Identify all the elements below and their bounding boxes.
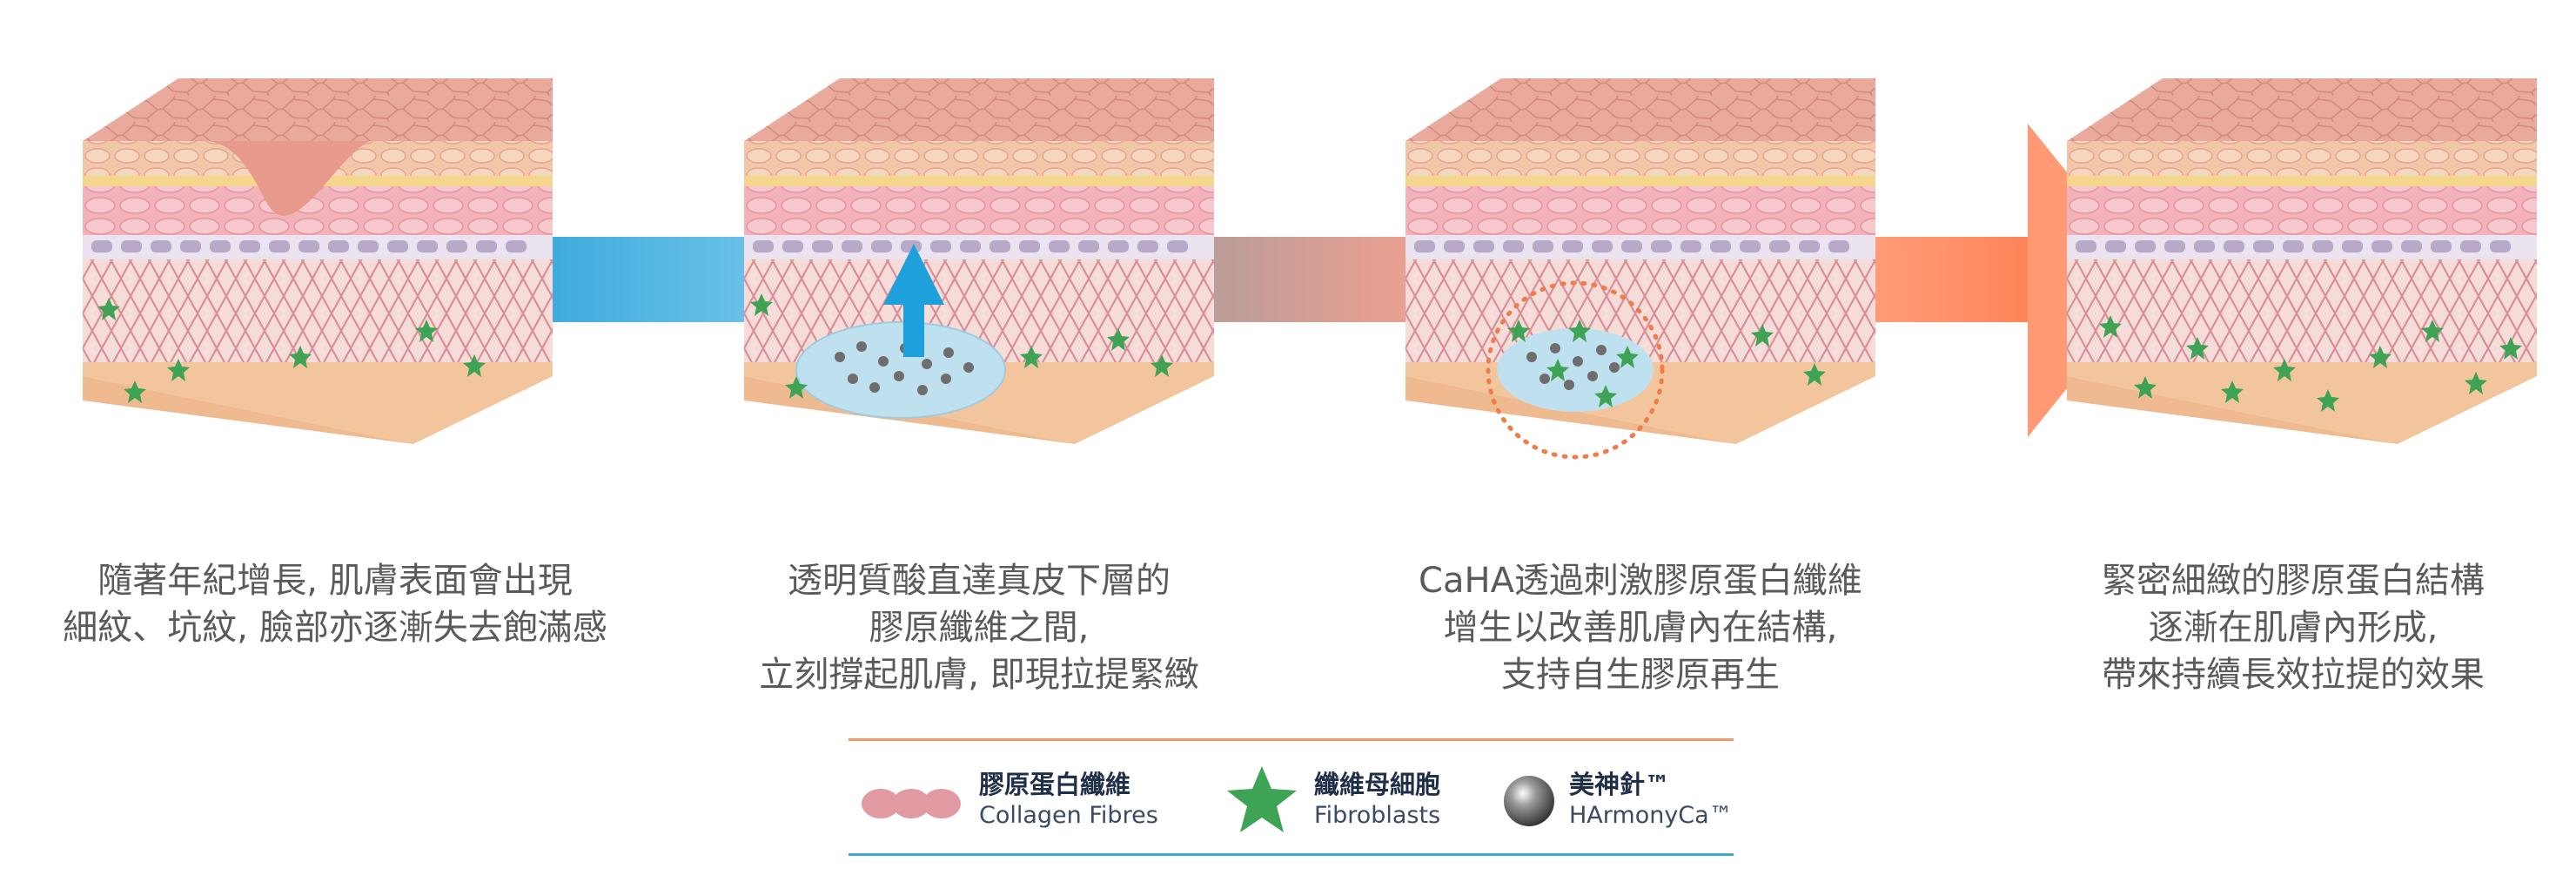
legend-item-collagen: 膠原蛋白纖維 Collagen Fibres xyxy=(862,764,1158,834)
step-caption-4: 緊密細緻的膠原蛋白結構 逐漸在肌膚內形成, 帶來持續長效拉提的效果 xyxy=(2102,561,2485,695)
harmonyca-sphere-icon xyxy=(1504,776,1554,826)
skin-block-1 xyxy=(83,78,553,444)
step-caption-3: CaHA透過刺激膠原蛋白纖維 增生以改善肌膚內在結構, 支持自生膠原再生 xyxy=(1419,561,1862,695)
arrow-gradient-connector xyxy=(1197,237,1432,322)
skin-block-3 xyxy=(1405,78,1875,460)
legend-rule-bottom xyxy=(849,853,1734,856)
arrow-blue-connector xyxy=(527,237,760,322)
skin-block-4 xyxy=(2067,78,2537,444)
legend: 膠原蛋白纖維 Collagen Fibres 纖維母細胞 Fibroblasts… xyxy=(849,738,1734,860)
skin-block-2 xyxy=(744,78,1214,444)
collagen-icon xyxy=(862,789,961,818)
legend-item-harmonyca: 美神針™ HArmonyCa™ xyxy=(1501,764,1733,834)
fibroblast-star-icon xyxy=(1227,766,1297,832)
legend-rule-top xyxy=(849,738,1734,741)
step-caption-2: 透明質酸直達真皮下層的 膠原纖維之間, 立刻撐起肌膚, 即現拉提緊緻 xyxy=(759,561,1199,695)
step-caption-1: 隨著年紀增長, 肌膚表面會出現 細紋、坑紋, 臉部亦逐漸失去飽滿感 xyxy=(63,561,607,648)
arrow-orange-connector xyxy=(1871,237,2045,322)
lift-arrow-icon xyxy=(883,244,944,357)
stimulation-zone-ring xyxy=(1486,280,1665,460)
legend-item-fibroblasts: 纖維母細胞 Fibroblasts xyxy=(1223,764,1440,834)
